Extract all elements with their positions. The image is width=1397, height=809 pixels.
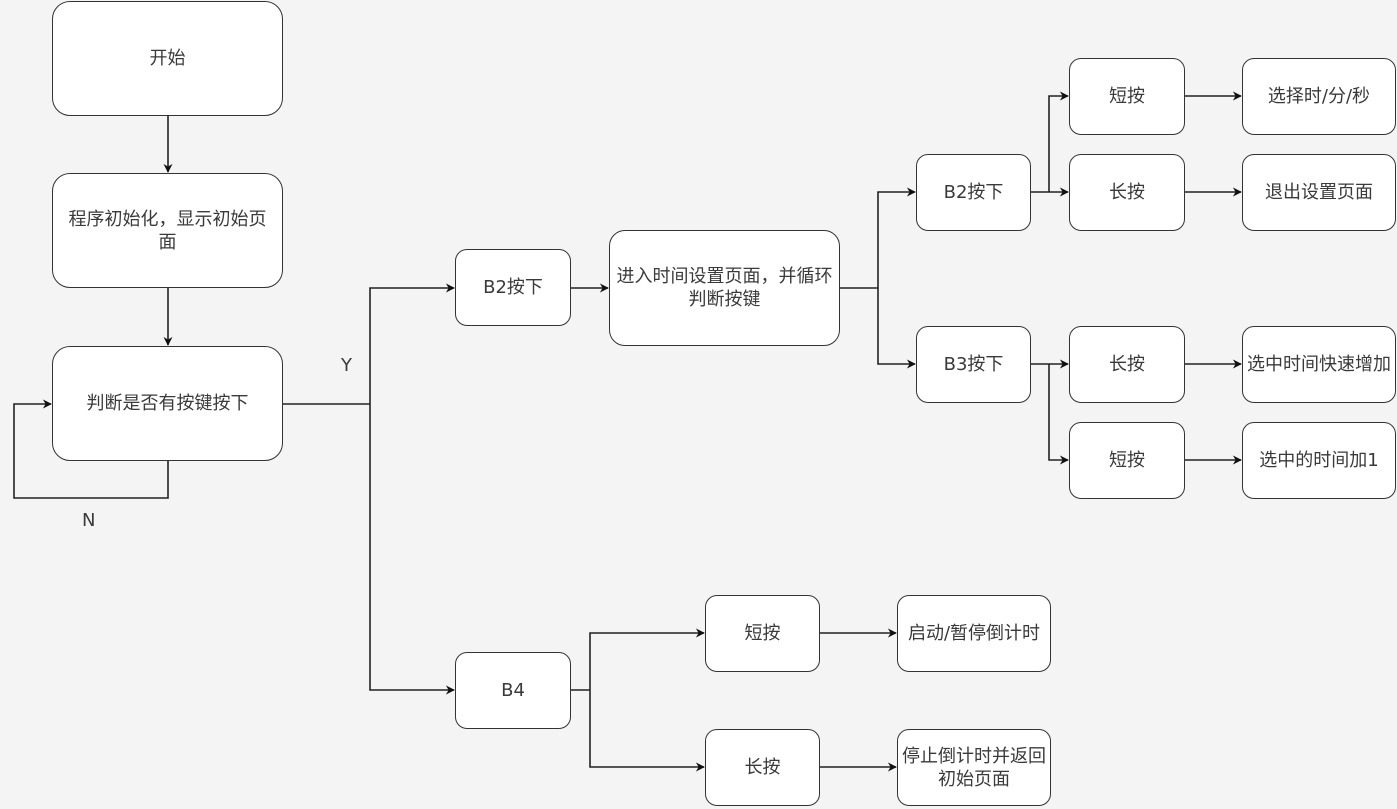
- node-increment-one: 选中的时间加1: [1242, 422, 1396, 499]
- node-select-hms: 选择时/分/秒: [1242, 58, 1396, 135]
- edge-b2inner-short: [1048, 91, 1069, 192]
- node-start-pause-countdown: 启动/暂停倒计时: [897, 595, 1051, 672]
- edge-branch-b2: [369, 283, 455, 404]
- node-b2-pressed: B2按下: [455, 249, 571, 326]
- node-b4-long-press: 长按: [705, 729, 820, 806]
- edge-split-b3: [877, 288, 916, 369]
- label-yes: Y: [341, 355, 352, 376]
- node-enter-time-setting: 进入时间设置页面，并循环判断按键: [609, 230, 840, 346]
- edge-b4-short: [589, 628, 705, 690]
- node-b2-inner-pressed: B2按下: [916, 154, 1031, 231]
- node-check-key: 判断是否有按键按下: [52, 346, 283, 461]
- node-b2-long-press: 长按: [1069, 154, 1185, 231]
- edge-split-b2inner: [877, 187, 916, 288]
- edge-check-loop-no: [13, 399, 169, 499]
- label-no: N: [82, 510, 96, 531]
- edge-b4-long: [589, 690, 705, 772]
- edge-b3-short: [1048, 364, 1069, 465]
- node-exit-setting: 退出设置页面: [1242, 154, 1396, 231]
- node-init: 程序初始化，显示初始页面: [52, 173, 283, 288]
- node-b3-pressed: B3按下: [916, 326, 1031, 403]
- node-b4: B4: [455, 652, 571, 729]
- node-b2-short-press: 短按: [1069, 58, 1185, 135]
- node-start: 开始: [52, 1, 283, 116]
- node-stop-return: 停止倒计时并返回初始页面: [897, 729, 1051, 806]
- node-b3-long-press: 长按: [1069, 326, 1185, 403]
- node-b4-short-press: 短按: [705, 595, 820, 672]
- node-b3-short-press: 短按: [1069, 422, 1185, 499]
- edge-branch-b4: [369, 404, 455, 695]
- node-fast-increase: 选中时间快速增加: [1242, 326, 1396, 403]
